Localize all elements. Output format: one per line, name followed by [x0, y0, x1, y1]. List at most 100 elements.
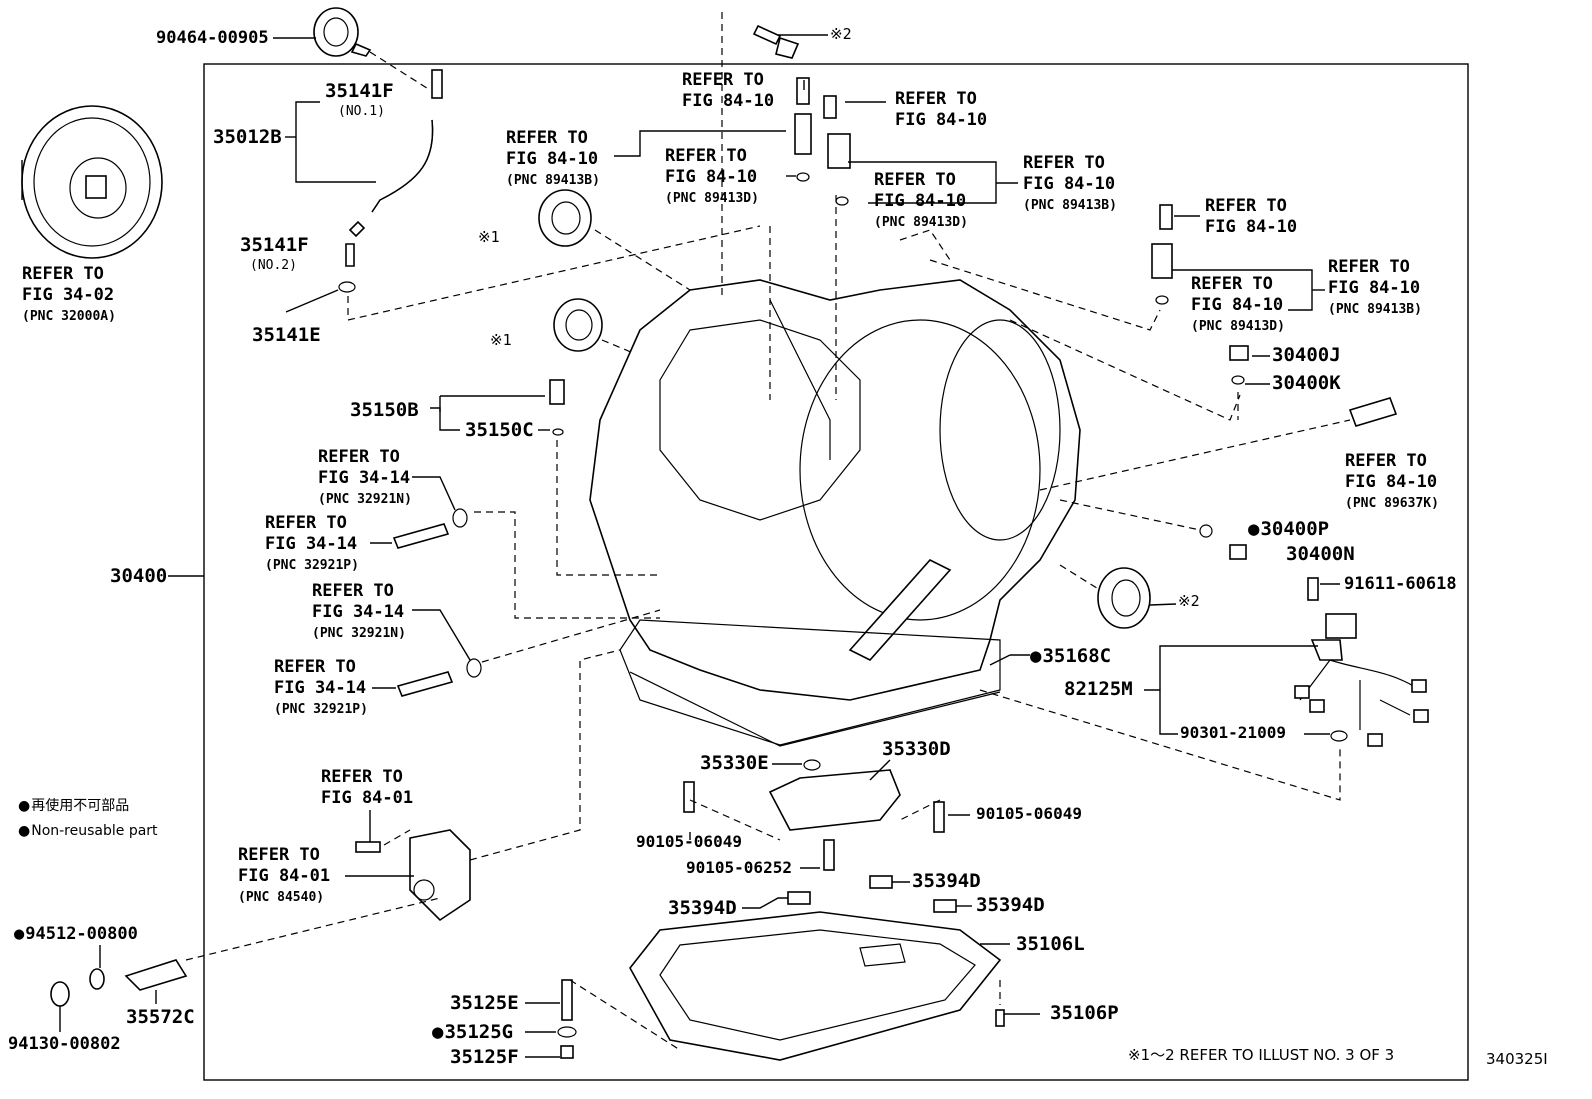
ref-line2: FIG 84-10 — [1345, 472, 1438, 492]
ref-line1: REFER TO — [1328, 257, 1410, 277]
ref-line1: REFER TO — [506, 128, 588, 148]
part-number-82125M[interactable]: 82125M — [1064, 678, 1133, 700]
figure-id: 340325I — [1486, 1050, 1548, 1068]
ref-line2: FIG 84-10 — [1191, 295, 1284, 315]
part-number-35141F-no1[interactable]: 35141F — [325, 80, 394, 102]
ref-line2: FIG 84-10 — [682, 91, 775, 111]
part-number-35141F-no2[interactable]: 35141F — [240, 234, 309, 256]
mark-2-seal: ※2 — [1178, 592, 1200, 610]
part-number-30400J[interactable]: 30400J — [1272, 344, 1341, 366]
torque-converter-drawing — [21, 105, 163, 259]
part-number-35394D-center[interactable]: 35394D — [912, 870, 981, 892]
ref-sensor-top1[interactable]: REFER TO FIG 84-10 — [682, 70, 774, 112]
ref-pipe-1[interactable]: REFER TO FIG 34-14 (PNC 32921P) — [265, 513, 359, 576]
ref-pnc: (PNC 84540) — [238, 890, 325, 905]
ref-sensor-mid5[interactable]: REFER TO FIG 84-10 (PNC 89413D) — [874, 170, 968, 233]
ref-torque-converter[interactable]: REFER TO FIG 34-02 (PNC 32000A) — [22, 264, 116, 327]
ref-line1: REFER TO — [238, 845, 320, 865]
part-number-35330E[interactable]: 35330E — [700, 752, 769, 774]
legend-english: Non-reusable part — [18, 824, 157, 838]
ref-sensor-right7[interactable]: REFER TO FIG 84-10 — [1205, 196, 1297, 238]
ref-pnc: (PNC 89413B) — [1328, 302, 1422, 317]
part-number-35330D[interactable]: 35330D — [882, 738, 951, 760]
ref-pnc: (PNC 89413D) — [874, 215, 968, 230]
ref-line2: FIG 84-10 — [1205, 217, 1298, 237]
part-number-35150C[interactable]: 35150C — [465, 419, 534, 441]
ref-sensor-right9[interactable]: REFER TO FIG 84-10 (PNC 89413B) — [1328, 257, 1422, 320]
part-number-35150B[interactable]: 35150B — [350, 399, 419, 421]
ref-line1: REFER TO — [265, 513, 347, 533]
part-number-90105-left[interactable]: 90105-06049 — [636, 832, 742, 851]
part-number-30400[interactable]: 30400 — [110, 565, 168, 587]
ref-line2: FIG 84-10 — [665, 167, 758, 187]
ref-line2: FIG 84-01 — [321, 788, 414, 808]
ref-pnc: (PNC 89413B) — [506, 173, 600, 188]
diagram-frame — [203, 63, 1469, 1081]
part-number-35125G[interactable]: 35125G — [432, 1023, 513, 1042]
part-number-35106L[interactable]: 35106L — [1016, 933, 1085, 955]
part-number-35125F[interactable]: 35125F — [450, 1046, 519, 1068]
ref-pnc: (PNC 32921N) — [312, 626, 406, 641]
ref-line2: FIG 84-01 — [238, 866, 331, 886]
breather-hose-drawing — [338, 69, 443, 293]
ref-line1: REFER TO — [1345, 451, 1427, 471]
ref-pnc: (PNC 89413D) — [1191, 319, 1285, 334]
ref-oring-1[interactable]: REFER TO FIG 34-14 (PNC 32921N) — [318, 447, 412, 510]
part-number-35106P[interactable]: 35106P — [1050, 1002, 1119, 1024]
part-number-35394D-right[interactable]: 35394D — [976, 894, 1045, 916]
part-sub-no2: (NO.2) — [250, 258, 297, 273]
ref-sensor-mid4[interactable]: REFER TO FIG 84-10 (PNC 89413D) — [665, 146, 759, 209]
ref-pnc: (PNC 89637K) — [1345, 496, 1439, 511]
oil-seal-drawings — [538, 189, 1151, 629]
neutral-start-switch-drawing — [355, 829, 471, 922]
ref-line2: FIG 84-10 — [895, 110, 988, 130]
ref-line2: FIG 34-14 — [274, 678, 367, 698]
ref-line1: REFER TO — [895, 89, 977, 109]
part-number-35012B[interactable]: 35012B — [213, 126, 282, 148]
ref-pnc: (PNC 32921N) — [318, 492, 412, 507]
ref-line1: REFER TO — [1191, 274, 1273, 294]
ref-line2: FIG 34-14 — [312, 602, 405, 622]
ref-line1: REFER TO — [665, 146, 747, 166]
mark-2-top: ※2 — [830, 25, 852, 43]
ref-switch-bolt[interactable]: REFER TO FIG 84-01 — [321, 767, 413, 809]
ref-line1: REFER TO — [312, 581, 394, 601]
ref-sensor-right6[interactable]: REFER TO FIG 84-10 (PNC 89413B) — [1023, 153, 1117, 216]
oil-pan-drawing — [629, 911, 1002, 1061]
ref-oring-2[interactable]: REFER TO FIG 34-14 (PNC 32921N) — [312, 581, 406, 644]
part-number-90105-right[interactable]: 90105-06049 — [976, 804, 1082, 823]
ref-sensor-right10[interactable]: REFER TO FIG 84-10 (PNC 89637K) — [1345, 451, 1439, 514]
part-number-35168C[interactable]: 35168C — [1030, 647, 1111, 666]
part-number-35572C[interactable]: 35572C — [126, 1006, 195, 1028]
part-number-30400N[interactable]: 30400N — [1286, 543, 1355, 565]
part-number-90464[interactable]: 90464-00905 — [156, 28, 269, 48]
ref-line2: FIG 84-10 — [874, 191, 967, 211]
part-number-35394D-left[interactable]: 35394D — [668, 897, 737, 919]
ref-line1: REFER TO — [321, 767, 403, 787]
ref-line1: REFER TO — [22, 264, 104, 284]
part-number-35141E[interactable]: 35141E — [252, 324, 321, 346]
ref-neutral-switch[interactable]: REFER TO FIG 84-01 (PNC 84540) — [238, 845, 330, 908]
part-sub-no1: (NO.1) — [338, 104, 385, 119]
part-number-94512[interactable]: 94512-00800 — [14, 926, 138, 943]
ref-sensor-left3[interactable]: REFER TO FIG 84-10 (PNC 89413B) — [506, 128, 600, 191]
ref-sensor-top2[interactable]: REFER TO FIG 84-10 — [895, 89, 987, 131]
ref-pnc: (PNC 32921P) — [274, 702, 368, 717]
ref-line2: FIG 84-10 — [1023, 174, 1116, 194]
control-lever-drawing — [50, 959, 188, 1007]
ref-pipe-2[interactable]: REFER TO FIG 34-14 (PNC 32921P) — [274, 657, 368, 720]
part-number-30400P[interactable]: 30400P — [1248, 520, 1329, 539]
part-number-91611[interactable]: 91611-60618 — [1344, 574, 1457, 594]
wire-harness-drawing — [1294, 577, 1429, 747]
part-number-35125E[interactable]: 35125E — [450, 992, 519, 1014]
part-number-94130[interactable]: 94130-00802 — [8, 1034, 121, 1054]
ref-line1: REFER TO — [682, 70, 764, 90]
clamp-drawing — [313, 7, 372, 57]
ref-sensor-right8[interactable]: REFER TO FIG 84-10 (PNC 89413D) — [1191, 274, 1285, 337]
transaxle-housing-drawing — [589, 279, 1081, 747]
part-number-90301[interactable]: 90301-21009 — [1180, 723, 1286, 742]
part-number-90105-center[interactable]: 90105-06252 — [686, 858, 792, 877]
part-number-30400K[interactable]: 30400K — [1272, 372, 1341, 394]
ref-pnc: (PNC 32921P) — [265, 558, 359, 573]
